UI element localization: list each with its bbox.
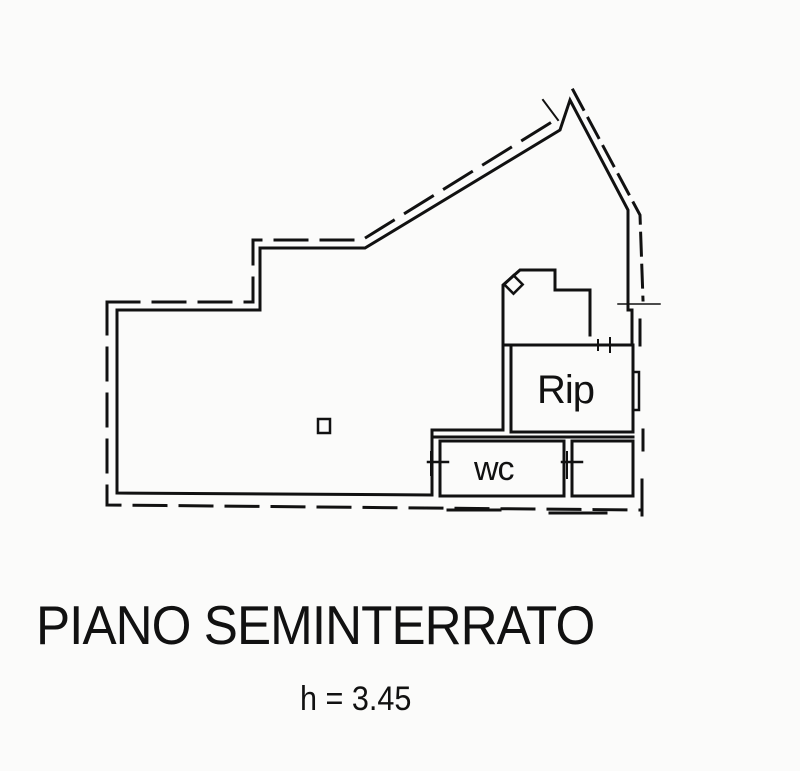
outer-dashed-outline — [105, 300, 642, 512]
ceiling-height-label: h = 3.45 — [300, 680, 412, 718]
outer-dashed-top-left — [105, 117, 558, 304]
wc-room — [438, 439, 566, 498]
column-square — [316, 417, 332, 435]
floor-title: PIANO SEMINTERRATO — [36, 594, 595, 656]
room-label-wc: wc — [474, 450, 515, 488]
small-room — [570, 439, 635, 498]
closet-block — [501, 268, 592, 347]
closet-diamond — [502, 273, 525, 296]
rip-window — [631, 370, 641, 412]
outer-dashed-top-right — [570, 87, 645, 302]
room-label-rip: Rip — [537, 368, 595, 412]
